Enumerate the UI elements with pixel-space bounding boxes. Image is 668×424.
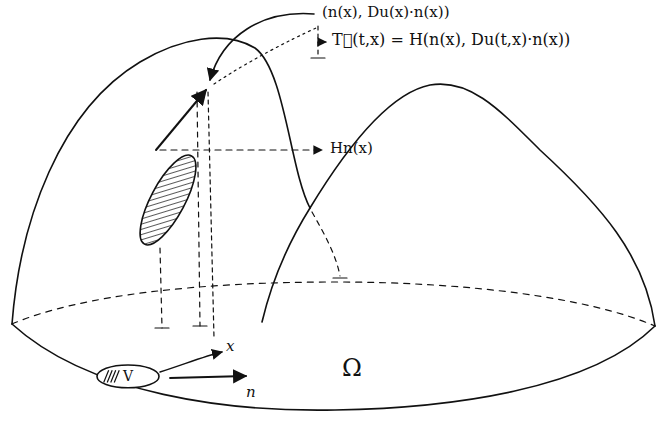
- base-front-edge: [12, 324, 655, 410]
- ellipse-outline: [97, 365, 159, 388]
- region-ellipse: V: [96, 364, 160, 389]
- point-label: x: [226, 338, 234, 355]
- tick: [333, 277, 347, 278]
- vector-label: n: [246, 384, 256, 401]
- tick: [311, 57, 325, 58]
- projection-line: [160, 248, 162, 328]
- normal-arrow: [170, 376, 246, 378]
- point-label: (n(x), Du(x)·n(x)): [322, 4, 450, 21]
- normal-arrow: [156, 90, 206, 150]
- hidden-ridge: [312, 212, 340, 276]
- tick: [193, 325, 207, 326]
- surface-patch: [130, 148, 207, 252]
- domain-label: Ω: [342, 355, 362, 383]
- projection-line: [197, 92, 200, 326]
- graph-surface: [12, 38, 655, 326]
- vector-label: Hn(x): [330, 140, 373, 157]
- hatch-line: [114, 370, 119, 382]
- pointer-arrow: [160, 352, 222, 372]
- pointer-arrow: [210, 14, 314, 80]
- pointer-arrow: [318, 41, 326, 42]
- dotted-line: [214, 28, 316, 84]
- projection-arrow: [160, 149, 322, 150]
- region-label: V: [123, 368, 133, 384]
- base-back-edge: [12, 282, 655, 326]
- tick: [155, 327, 169, 328]
- ridge-line: [262, 208, 310, 322]
- formula-label: T⃗(t,x) = H(n(x), Du(t,x)·n(x)): [332, 31, 570, 49]
- projection-line: [208, 92, 214, 338]
